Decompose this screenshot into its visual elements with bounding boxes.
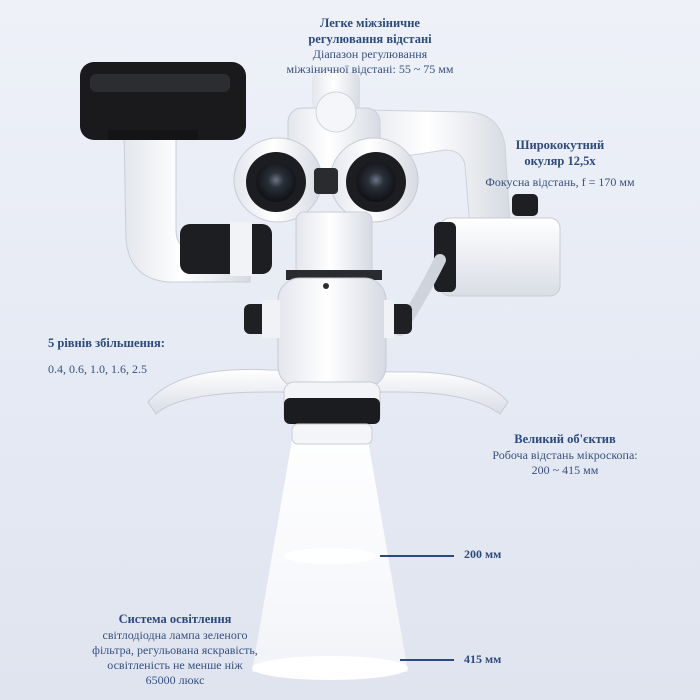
lighting-desc-1: світлодіодна лампа зеленого <box>102 627 248 642</box>
ipd-label: Легке міжзіничне регулювання відстані Ді… <box>245 16 495 77</box>
objective-ring <box>284 398 380 424</box>
magnification-values: 0.4, 0.6, 1.0, 1.6, 2.5 <box>48 361 147 376</box>
mark-200-line <box>380 555 454 557</box>
mark-415-line <box>400 659 454 661</box>
ipd-title-2: регулювання відстані <box>308 31 432 46</box>
mark-415-text: 415 мм <box>464 652 502 666</box>
eyepiece-label: Ширококутний окуляр 12,5x Фокусна відста… <box>450 138 670 190</box>
eyepiece-title-2: окуляр 12,5x <box>524 153 596 168</box>
objective-desc-1: Робоча відстань мікроскопа: <box>492 447 638 462</box>
objective-title: Великий об'єктив <box>514 432 616 446</box>
spot-200 <box>284 548 376 564</box>
ipd-desc-1: Діапазон регулювання <box>312 47 428 62</box>
left-eyepiece <box>233 137 323 223</box>
lighting-desc-2: фільтра, регульована яскравість, <box>92 642 258 657</box>
lighting-desc-3: освітленість не менше ніж <box>107 657 243 672</box>
camera-box <box>80 62 246 140</box>
eyepiece-title-1: Ширококутний <box>515 138 605 152</box>
side-housing <box>439 217 561 297</box>
lighting-title: Система освітлення <box>118 612 232 626</box>
lighting-desc-4: 65000 люкс <box>145 672 205 687</box>
ipd-title-1: Легке міжзіничне <box>320 16 420 30</box>
spot-415 <box>252 656 408 680</box>
eyepiece-desc: Фокусна відстань, f = 170 мм <box>485 175 635 190</box>
right-eyepiece <box>329 137 419 223</box>
objective-desc-2: 200 ~ 415 мм <box>531 462 599 477</box>
main-body <box>277 277 387 389</box>
magnification-label: 5 рівнів збільшення: 0.4, 0.6, 1.0, 1.6,… <box>48 336 248 377</box>
mark-200-text: 200 мм <box>464 547 502 561</box>
ipd-desc-2: міжзіничної відстані: 55 ~ 75 мм <box>286 62 454 77</box>
lighting-label: Система освітлення світлодіодна лампа зе… <box>60 612 290 688</box>
magnification-title: 5 рівнів збільшення: <box>48 336 165 350</box>
objective-label: Великий об'єктив Робоча відстань мікроск… <box>455 432 675 478</box>
